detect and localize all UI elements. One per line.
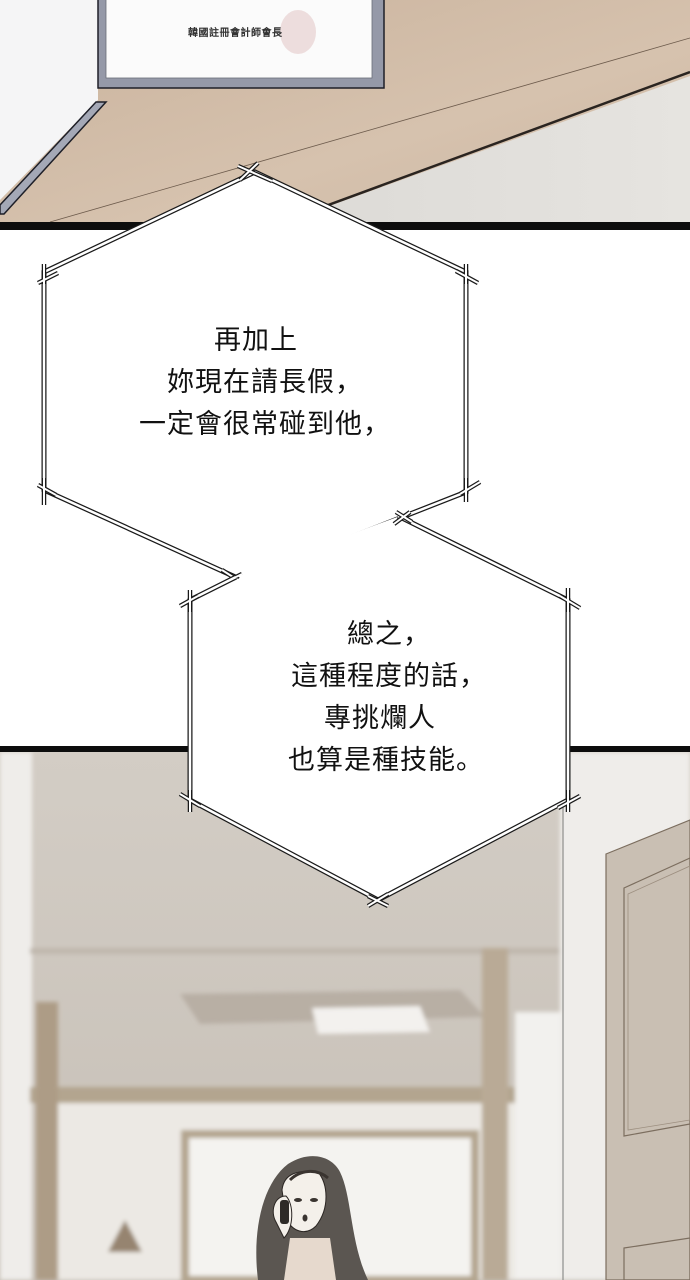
bubble-2-line-4: 也算是種技能。 bbox=[288, 745, 484, 776]
desk-scene-illustration bbox=[0, 0, 690, 222]
woman-figure bbox=[256, 1156, 368, 1280]
speech-bubble-1: 再加上 妳現在請長假， 一定會很常碰到他， bbox=[96, 320, 416, 446]
bubble-1-line-1: 再加上 bbox=[214, 325, 298, 356]
top-comic-panel: 韓國註冊會計師會長 bbox=[0, 0, 690, 222]
bubble-2-line-2: 這種程度的話， bbox=[291, 661, 487, 692]
bubble-1-line-3: 一定會很常碰到他， bbox=[139, 409, 391, 440]
bubble-2-line-1: 總之， bbox=[347, 619, 431, 650]
bottom-comic-panel bbox=[0, 752, 690, 1280]
corridor-scene-illustration bbox=[0, 752, 690, 1280]
bubble-1-line-2: 妳現在請長假， bbox=[167, 367, 363, 398]
speech-bubble-2: 總之， 這種程度的話， 專挑爛人 也算是種技能。 bbox=[240, 614, 520, 782]
panel-border-top bbox=[0, 222, 690, 230]
certificate-caption: 韓國註冊會計師會長 bbox=[188, 28, 283, 39]
bubble-2-line-3: 專挑爛人 bbox=[324, 703, 436, 734]
